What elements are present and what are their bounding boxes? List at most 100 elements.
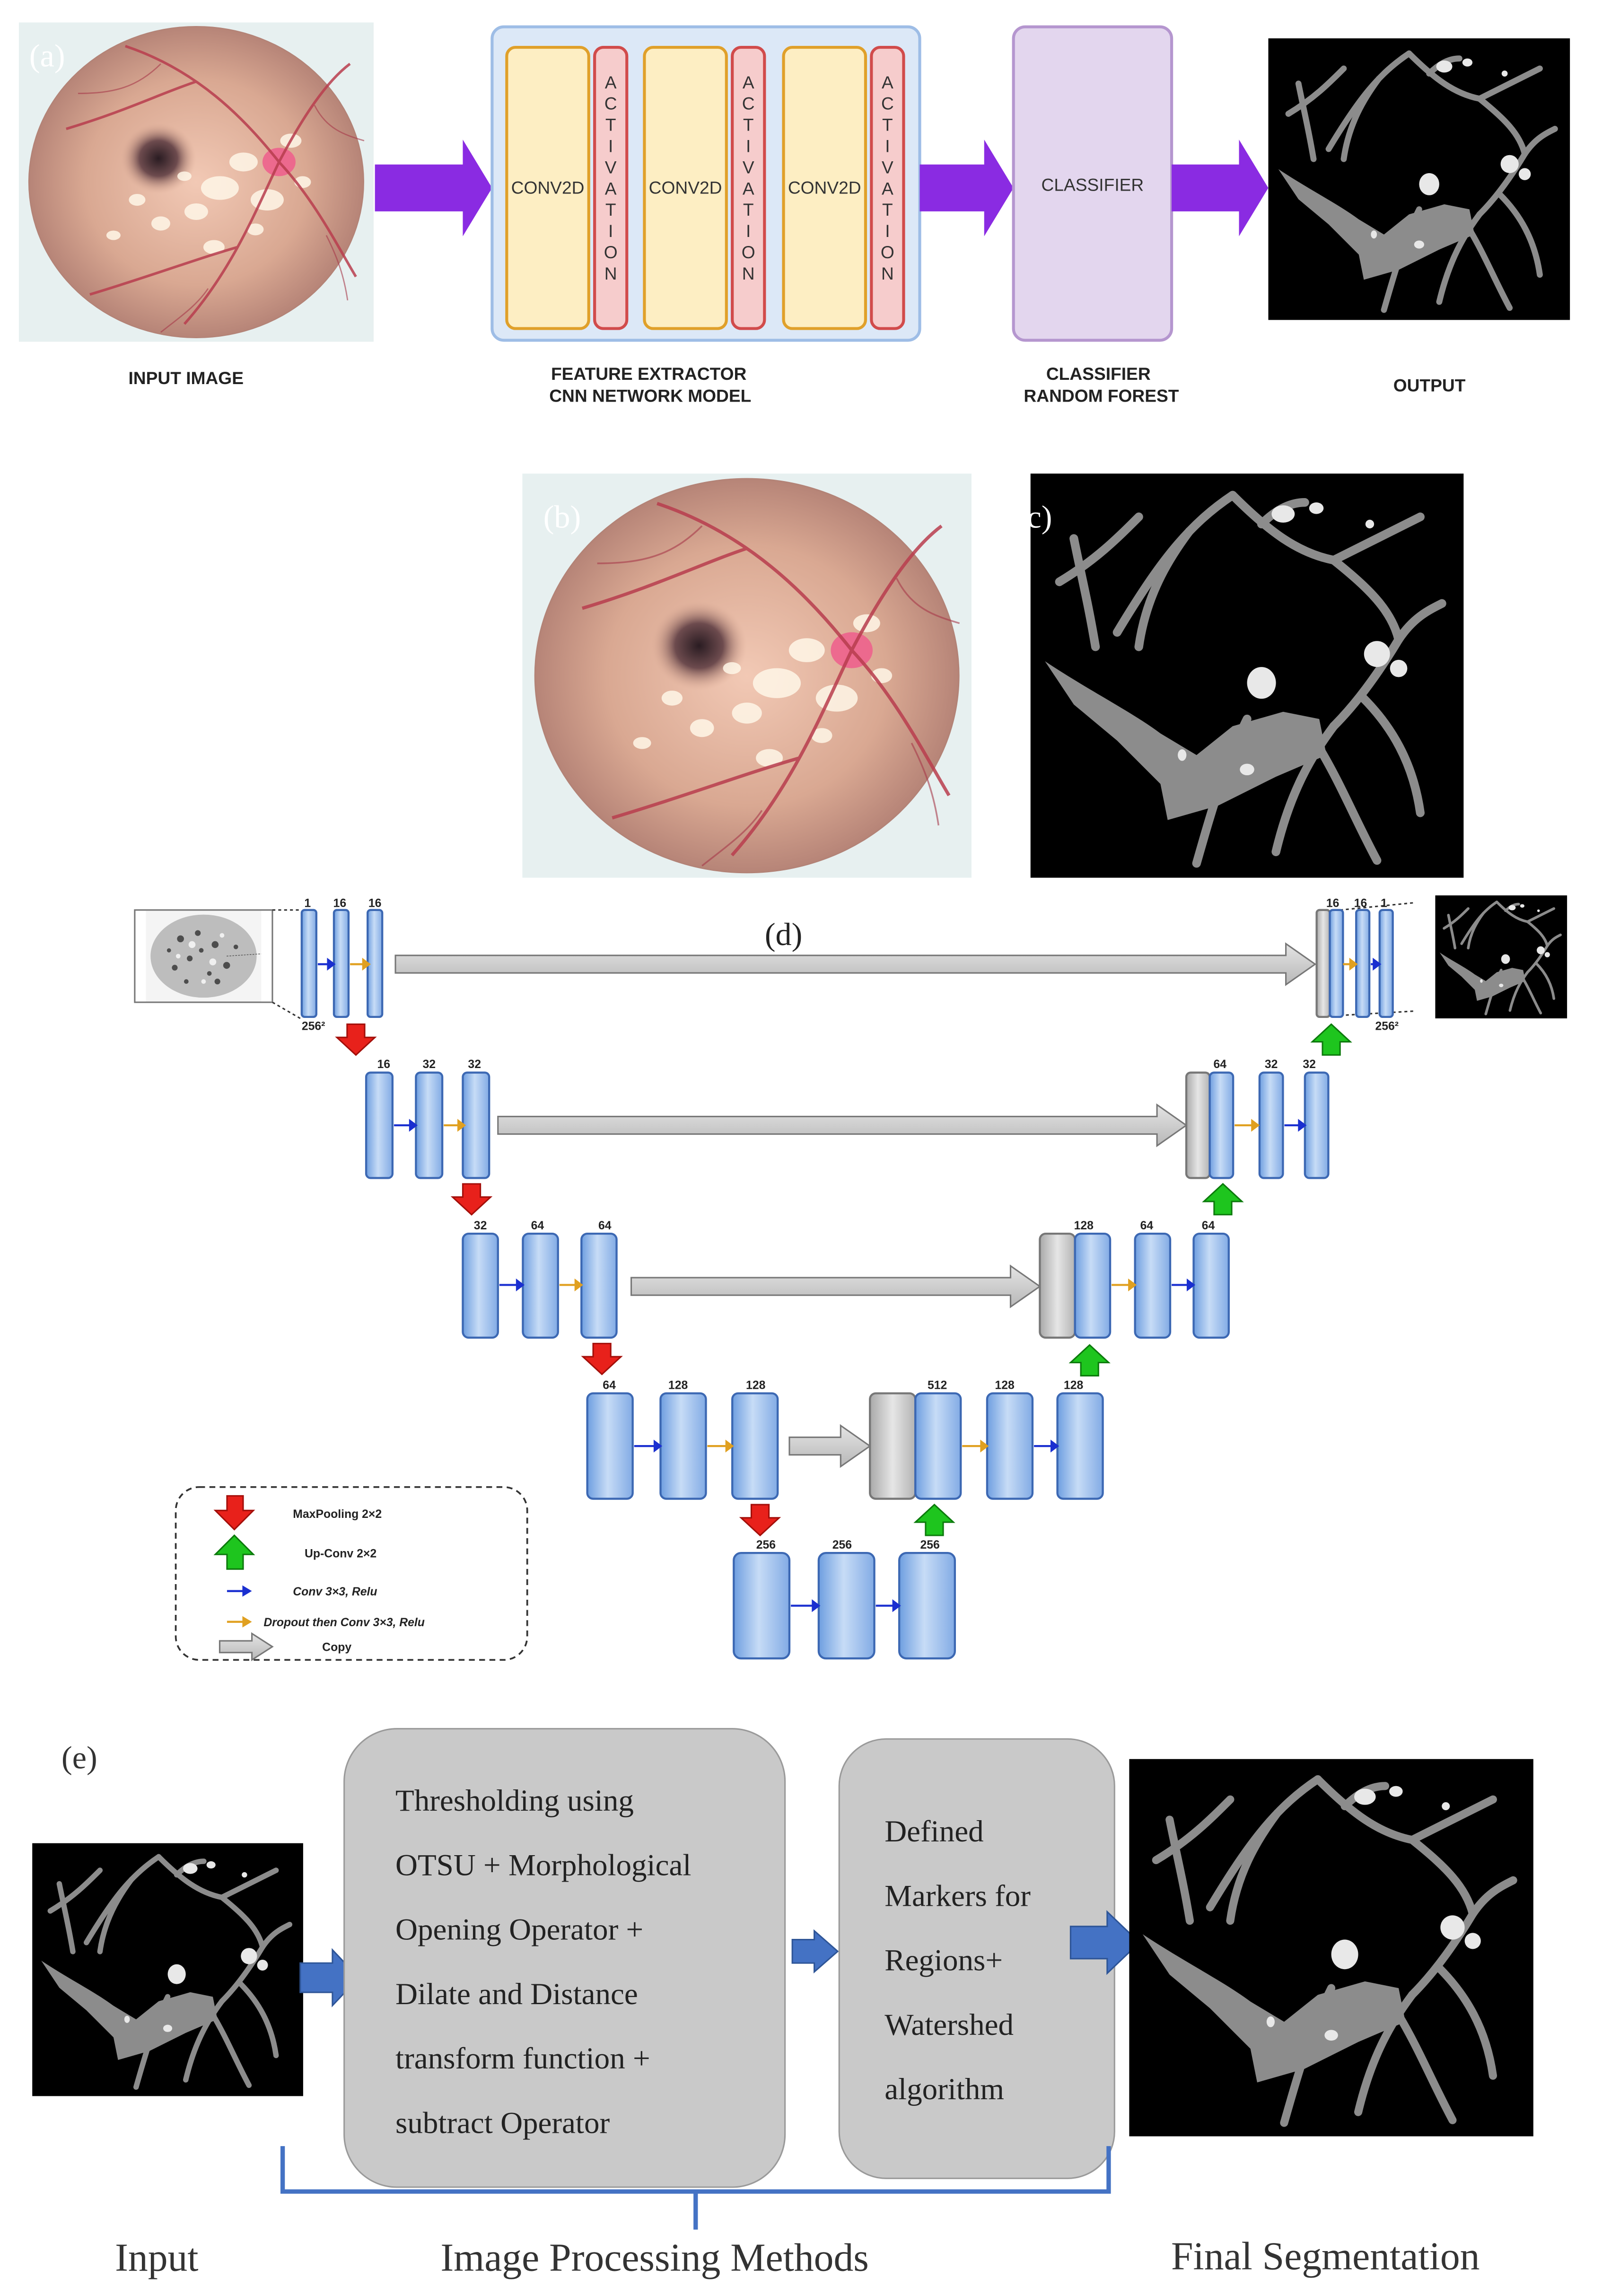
legend-maxpool-icon <box>213 1495 255 1531</box>
box1-line: Opening Operator + <box>395 1913 643 1947</box>
caption-final-segmentation: Final Segmentation <box>1171 2235 1480 2278</box>
panel-e-tag: (e) <box>61 1739 97 1775</box>
ch-label: 128 <box>995 1379 1015 1392</box>
channel-labels: 1 16 16 256² 16 16 1 256² 16 32 32 64 32… <box>302 897 1399 1551</box>
ch-label: 512 <box>928 1379 947 1392</box>
purple-arrow-2 <box>919 140 1014 237</box>
ch-label: 16 <box>1326 897 1340 910</box>
block-r3-3 <box>1192 1232 1230 1339</box>
block-l2-1 <box>365 1071 394 1179</box>
caption-classifier: CLASSIFIER <box>1046 364 1151 384</box>
unet-input-thumbnail <box>134 909 301 1019</box>
ch-label: 256² <box>1375 1020 1399 1033</box>
block-r2-1 <box>1208 1071 1235 1179</box>
block-l2-2 <box>415 1071 444 1179</box>
legend-copy-icon <box>219 1632 274 1662</box>
ch-label: 16 <box>368 897 382 910</box>
block-r1-copy <box>1315 909 1331 1018</box>
activation-block-3 <box>870 45 905 330</box>
block-r1-2 <box>1355 909 1371 1018</box>
box2-line: Defined <box>884 1814 983 1849</box>
purple-arrow-1 <box>375 140 492 237</box>
upconv-arrow-4 <box>913 1503 955 1536</box>
box1-line: transform function + <box>395 2042 650 2076</box>
legend-dropout-icon <box>227 1616 252 1628</box>
ch-label: 32 <box>474 1219 487 1232</box>
block-b-1 <box>733 1551 791 1660</box>
legend-dropout-label: Dropout then Conv 3×3, Relu <box>263 1616 425 1629</box>
maxpool-arrows <box>335 1023 781 1537</box>
conv2d-label-2: CONV2D <box>649 178 722 198</box>
panel-a-input-image <box>19 22 374 342</box>
caption-feature-extractor: FEATURE EXTRACTOR <box>551 364 747 384</box>
panel-b: (b) <box>522 473 972 878</box>
ch-label: 16 <box>333 897 347 910</box>
processing-bracket <box>280 2146 1111 2230</box>
legend-copy-label: Copy <box>322 1641 351 1654</box>
ch-label: 16 <box>377 1058 390 1071</box>
block-l1-2 <box>333 909 350 1018</box>
panel-b-tag: (b) <box>543 499 581 535</box>
box2-line: algorithm <box>884 2072 1004 2106</box>
block-l2-3 <box>462 1071 490 1179</box>
panel-e: (e) Thresholding using OTSU + Morphologi… <box>32 1728 1533 2279</box>
copy-arrow-level-4 <box>788 1424 871 1468</box>
box2-line: Watershed <box>884 2008 1014 2042</box>
ch-label: 128 <box>1074 1219 1094 1232</box>
ch-label: 128 <box>746 1379 766 1392</box>
caption-input-image: INPUT IMAGE <box>128 368 243 388</box>
block-r4-copy <box>869 1392 917 1500</box>
dropout-conv-arrows <box>350 957 1358 1453</box>
small-arrows <box>317 957 1382 1612</box>
conv2d-block-3 <box>782 45 867 330</box>
ch-label: 64 <box>1202 1219 1215 1232</box>
ch-label: 64 <box>1213 1058 1226 1071</box>
ch-label: 256 <box>832 1539 852 1551</box>
caption-input: Input <box>115 2236 198 2279</box>
ch-label: 32 <box>468 1058 481 1071</box>
ch-label: 256 <box>920 1539 940 1551</box>
block-l1-1 <box>300 909 317 1018</box>
ch-label: 64 <box>531 1219 544 1232</box>
blue-arrow-2 <box>791 1929 839 1974</box>
box2-line: Regions+ <box>884 1944 1003 1978</box>
block-r2-2 <box>1258 1071 1284 1179</box>
block-l3-2 <box>522 1232 559 1339</box>
ch-label: 1 <box>304 897 311 910</box>
block-b-3 <box>898 1551 956 1660</box>
panel-a-output-mask <box>1268 38 1570 320</box>
legend-maxpool-label: MaxPooling 2×2 <box>293 1508 382 1521</box>
block-r1-3 <box>1378 909 1394 1018</box>
block-r4-3 <box>1056 1392 1104 1500</box>
panel-e-input-mask <box>32 1843 303 2096</box>
activation-block-1 <box>593 45 629 330</box>
block-l3-3 <box>580 1232 618 1339</box>
caption-output: OUTPUT <box>1393 376 1466 395</box>
unet-blocks <box>300 909 1394 1660</box>
copy-arrow-level-2 <box>497 1103 1188 1148</box>
ch-label: 256 <box>756 1539 776 1551</box>
classifier-label: CLASSIFIER <box>1042 175 1144 195</box>
process-box-1-text: Thresholding using OTSU + Morphological … <box>395 1784 691 2140</box>
blue-arrow-3 <box>1069 1910 1141 1975</box>
ch-label: 32 <box>422 1058 436 1071</box>
block-r1-1 <box>1329 909 1344 1018</box>
conv2d-label-1: CONV2D <box>511 178 585 198</box>
caption-random-forest: RANDOM FOREST <box>1024 386 1179 405</box>
box2-line: Markers for <box>884 1879 1031 1913</box>
legend-conv-icon <box>227 1585 252 1597</box>
box1-line: Dilate and Distance <box>395 1977 638 2011</box>
block-l4-3 <box>731 1392 779 1500</box>
caption-methods: Image Processing Methods <box>440 2236 868 2279</box>
panel-d-tag: (d) <box>765 916 802 952</box>
maxpool-arrow-3 <box>581 1342 623 1376</box>
ch-label: 64 <box>598 1219 612 1232</box>
copy-arrow-level-1 <box>394 942 1317 986</box>
panel-e-final-mask <box>1129 1759 1533 2137</box>
ch-label: 128 <box>668 1379 688 1392</box>
maxpool-arrow-1 <box>335 1023 377 1056</box>
